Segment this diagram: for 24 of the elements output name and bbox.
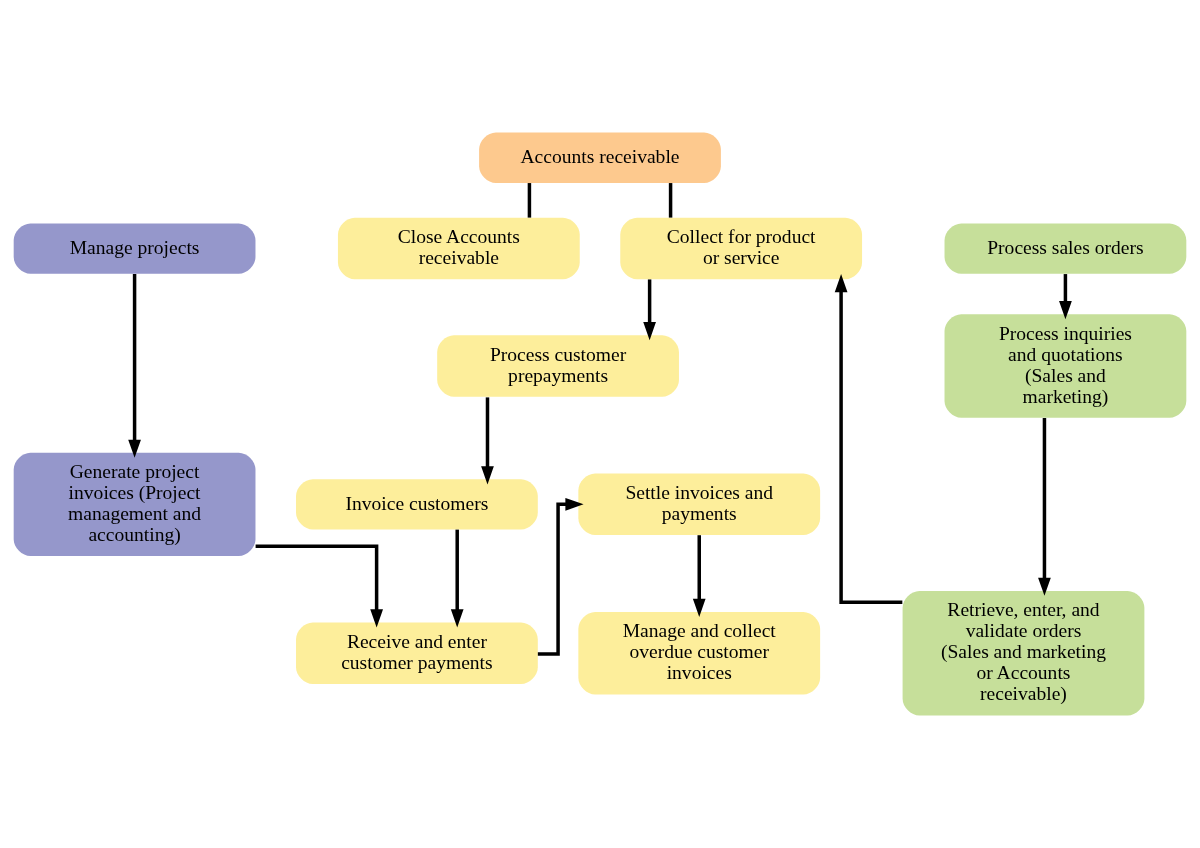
arrow [692,535,706,617]
arrow [1038,418,1051,596]
node-box: Generate project invoices (Project management and accounting) [13,452,256,557]
node-box: Close Accounts receivable [337,217,580,280]
arrow [643,279,656,341]
node-box: Process inquiries and quotations (Sales and marketing) [944,314,1187,418]
node-box: Invoice customers [296,479,538,530]
arrow [255,544,383,628]
node-box: Settle invoices and payments [578,473,821,536]
arrow [450,529,464,628]
arrow [1059,274,1072,320]
node-box: Process sales orders [944,223,1187,274]
node-box: Retrieve, enter, and validate orders (Sales and marketing or Accounts receivable) [902,591,1145,716]
node-box: Receive and enter customer payments [296,622,538,684]
node-box: Manage and collect overdue customer invoices [578,612,821,695]
node-box: Collect for product or service [620,217,863,280]
connector [668,183,673,218]
arrow [481,397,494,485]
node-box: Accounts receivable [479,132,721,183]
node-box: Manage projects [13,223,256,274]
node-box: Process customer prepayments [437,335,679,397]
arrow [128,274,141,458]
connector [527,183,532,218]
arrow [834,274,903,604]
